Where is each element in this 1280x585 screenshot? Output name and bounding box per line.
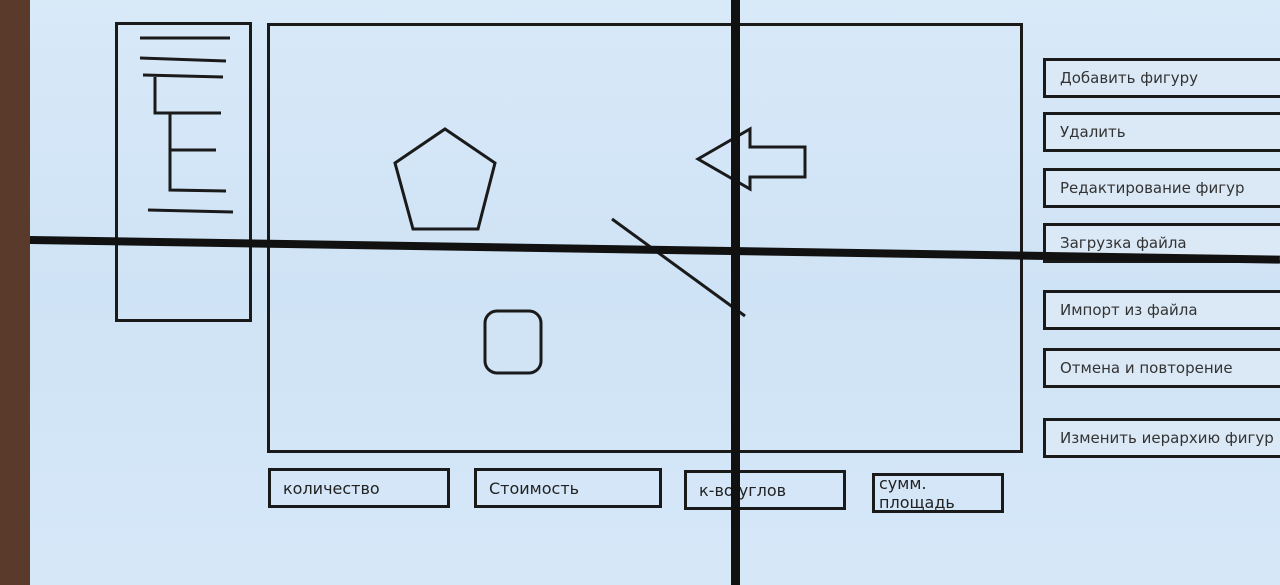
hierarchy-panel[interactable] [115,22,252,322]
tree-icon [139,36,234,214]
cost-label: Стоимость [489,478,580,498]
import-file-button[interactable]: Импорт из файла [1043,290,1280,330]
area-sum-label: сумм. площадь [879,474,955,512]
monitor-bezel-left [0,0,30,585]
delete-label: Удалить [1060,123,1126,141]
cost-field: Стоимость [474,468,662,508]
corners-field: к-во углов [684,470,846,510]
undo-redo-button[interactable]: Отмена и повторение [1043,348,1280,388]
count-field: количество [268,468,450,508]
change-hierarchy-button[interactable]: Изменить иерархию фигур [1043,418,1280,458]
add-shape-button[interactable]: Добавить фигуру [1043,58,1280,98]
edit-shapes-button[interactable]: Редактирование фигур [1043,168,1280,208]
arrow-left-shape[interactable] [694,126,807,192]
area-sum-field: сумм. площадь [872,473,1004,513]
rounded-square-shape[interactable] [483,309,543,375]
delete-button[interactable]: Удалить [1043,112,1280,152]
edit-shapes-label: Редактирование фигур [1060,179,1245,197]
canvas-shapes [393,126,807,375]
count-label: количество [283,478,380,498]
pentagon-shape[interactable] [393,127,497,231]
change-hierarchy-label: Изменить иерархию фигур [1060,429,1274,447]
corners-label: к-во углов [699,480,787,500]
line-shape[interactable] [611,217,746,318]
video-wall-bezel-vertical [731,0,740,585]
import-file-label: Импорт из файла [1060,301,1198,319]
load-file-label: Загрузка файла [1060,234,1187,252]
undo-redo-label: Отмена и повторение [1060,359,1233,377]
drawing-canvas[interactable] [267,23,1023,453]
add-shape-label: Добавить фигуру [1060,69,1199,87]
